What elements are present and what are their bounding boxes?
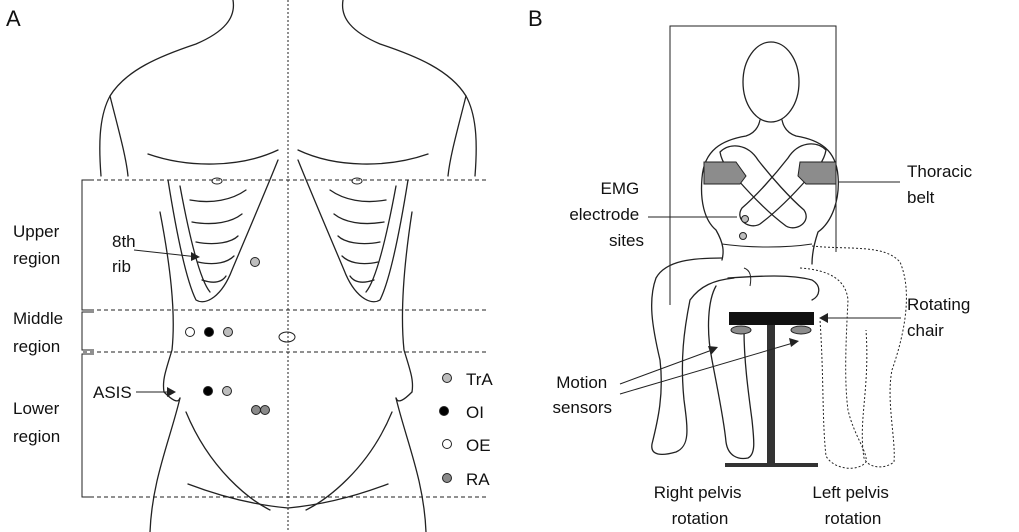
upper-region-line-1: Upper	[13, 222, 60, 241]
motion-sensors-line-1: Motion	[556, 373, 607, 392]
upper-region-label: Upper region	[13, 222, 64, 268]
electrode-lower-tra	[223, 387, 232, 396]
motion-sensor-arrowhead-2	[789, 338, 799, 347]
left-rotation-label: Left pelvis rotation	[812, 483, 893, 528]
rib-arrowhead	[191, 252, 200, 261]
motion-sensor-arrow-1	[620, 350, 712, 384]
legend-oe-swatch	[443, 440, 452, 449]
legend: TrA OI OE RA	[440, 370, 494, 489]
rib-label-line-2: rib	[112, 257, 131, 276]
motion-sensor-right	[731, 326, 751, 334]
rotated-leg-right	[812, 246, 906, 467]
rib-arrow	[134, 250, 198, 257]
electrode-lower-ra-2	[261, 406, 270, 415]
thoracic-belt-line-1: Thoracic	[907, 162, 973, 181]
right-rotation-line-1: Right pelvis	[654, 483, 742, 502]
thoracic-belt-left	[704, 162, 746, 184]
left-nipple	[212, 178, 222, 184]
right-rotation-line-2: rotation	[672, 509, 729, 528]
lower-region-label: Lower region	[13, 399, 64, 446]
legend-oi-label: OI	[466, 403, 484, 422]
legend-oi-swatch	[440, 407, 449, 416]
electrode-middle-oi	[205, 328, 214, 337]
left-rotation-line-2: rotation	[825, 509, 882, 528]
rotating-chair	[725, 312, 818, 467]
electrode-lower-ra-1	[252, 406, 261, 415]
electrode-upper-tra	[251, 258, 260, 267]
rib-cage-right	[298, 160, 408, 302]
upper-region-bracket	[82, 180, 94, 310]
emg-electrode-2	[740, 233, 747, 240]
motion-sensor-left	[791, 326, 811, 334]
emg-label: EMG electrode sites	[569, 179, 644, 250]
lower-region-line-1: Lower	[13, 399, 60, 418]
chair-post	[767, 325, 775, 465]
motion-sensors-line-2: sensors	[552, 398, 612, 417]
thoracic-belt-line-2: belt	[907, 188, 935, 207]
upper-region-line-2: region	[13, 249, 60, 268]
electrode-middle-oe	[186, 328, 195, 337]
asis-arrowhead	[167, 387, 176, 397]
motion-sensors-label: Motion sensors	[552, 373, 612, 417]
legend-oe-label: OE	[466, 436, 491, 455]
middle-region-label: Middle region	[13, 309, 68, 356]
chair-base	[725, 463, 818, 467]
emg-line-3: sites	[609, 231, 644, 250]
panel-b: B	[528, 6, 977, 528]
thoracic-belt-label: Thoracic belt	[907, 162, 977, 207]
rib-label-line-1: 8th	[112, 232, 136, 251]
electrode-lower-oi	[204, 387, 213, 396]
seated-figure	[652, 42, 839, 458]
lower-region-line-2: region	[13, 427, 60, 446]
rib-cage-left	[168, 160, 278, 302]
panel-a: A	[6, 0, 493, 532]
emg-line-2: electrode	[569, 205, 639, 224]
asis-label: ASIS	[93, 383, 132, 402]
legend-tra-swatch	[443, 374, 452, 383]
left-rotation-line-1: Left pelvis	[812, 483, 889, 502]
middle-region-bracket	[82, 312, 94, 350]
emg-line-1: EMG	[601, 179, 640, 198]
legend-tra-label: TrA	[466, 370, 493, 389]
rotating-chair-line-1: Rotating	[907, 295, 970, 314]
motion-sensor-arrowhead-1	[708, 346, 718, 355]
panel-a-label: A	[6, 6, 21, 31]
chair-seat	[729, 312, 814, 325]
middle-region-line-1: Middle	[13, 309, 63, 328]
rotating-chair-label: Rotating chair	[907, 295, 975, 340]
navel	[279, 332, 295, 342]
thoracic-belt-right	[798, 162, 836, 184]
panel-b-label: B	[528, 6, 543, 31]
lower-region-bracket	[82, 354, 94, 497]
rotating-chair-line-2: chair	[907, 321, 944, 340]
middle-region-line-2: region	[13, 337, 60, 356]
head	[743, 42, 799, 122]
right-nipple	[352, 178, 362, 184]
right-rotation-label: Right pelvis rotation	[654, 483, 747, 528]
rotated-leg-left	[800, 268, 866, 468]
electrode-middle-tra	[224, 328, 233, 337]
legend-ra-swatch	[443, 474, 452, 483]
emg-electrode-1	[742, 216, 749, 223]
rib-label: 8th rib	[112, 232, 140, 276]
legend-ra-label: RA	[466, 470, 490, 489]
